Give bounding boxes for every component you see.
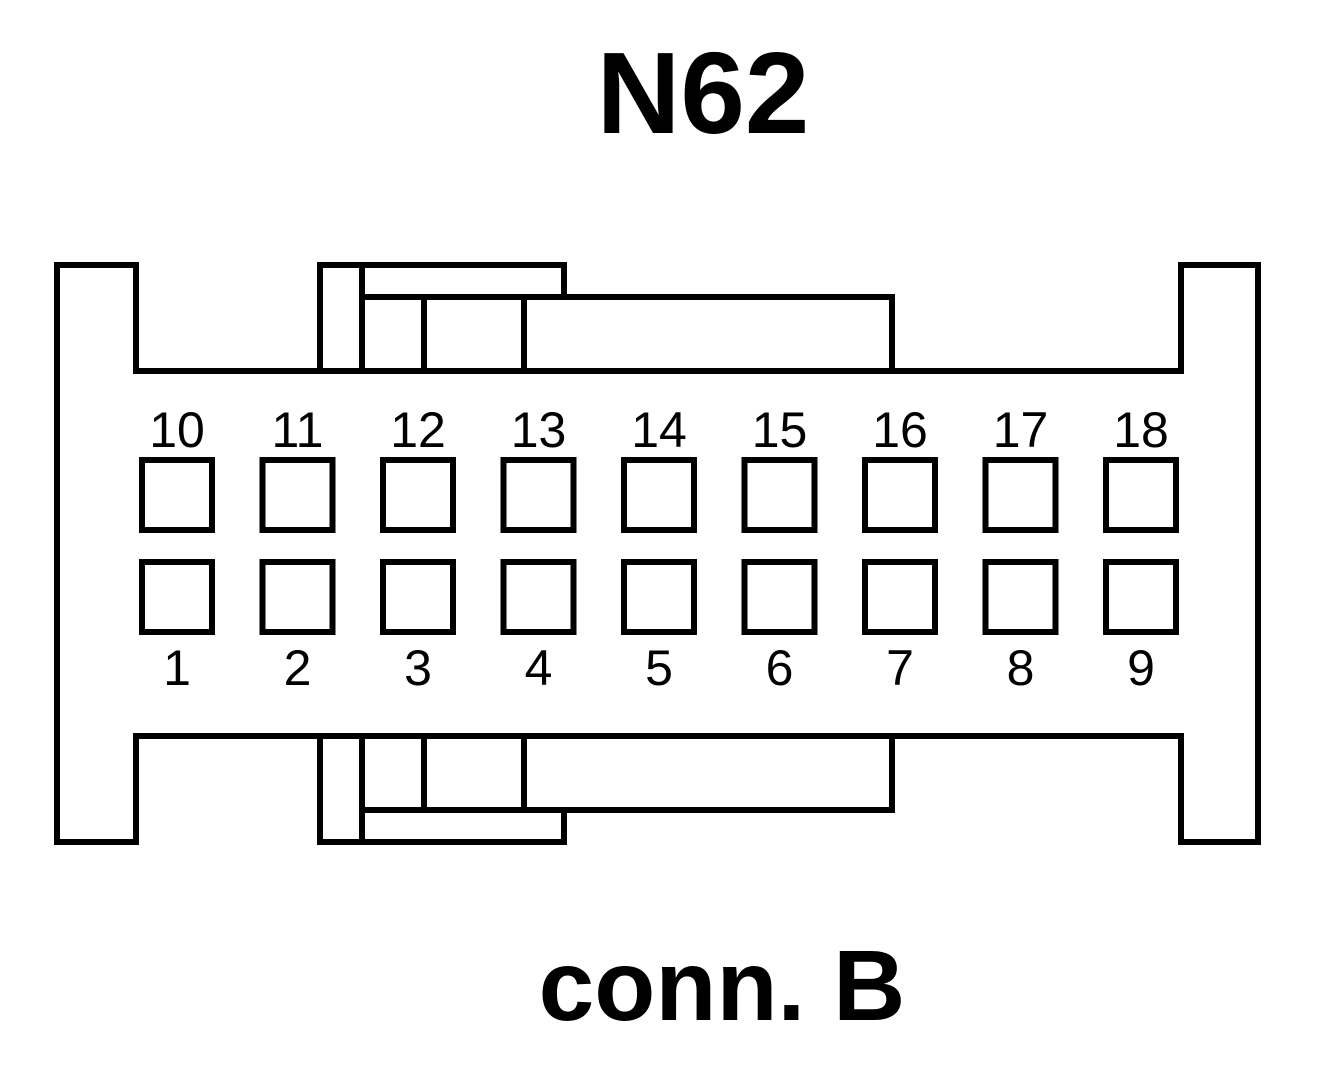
top-pin-label-18: 18 xyxy=(1113,402,1169,458)
bottom-pin-8 xyxy=(982,559,1059,635)
top-pin-label-10: 10 xyxy=(149,402,205,458)
top-pin-label-12: 12 xyxy=(390,402,446,458)
top-pin-17 xyxy=(982,457,1059,533)
bottom-latch xyxy=(317,736,895,845)
top-pin-label-17: 17 xyxy=(993,402,1049,458)
bottom-pin-label-1: 1 xyxy=(163,640,191,696)
top-pin-label-13: 13 xyxy=(511,402,567,458)
top-pin-10 xyxy=(139,457,215,533)
connector-label: conn. B xyxy=(539,930,906,1042)
top-pin-18 xyxy=(1103,457,1179,533)
bottom-pin-2 xyxy=(259,559,336,635)
bottom-pin-label-7: 7 xyxy=(886,640,914,696)
bottom-pin-label-8: 8 xyxy=(1007,640,1035,696)
bottom-pin-1 xyxy=(139,559,215,635)
bottom-pin-7 xyxy=(862,559,938,635)
bottom-pin-3 xyxy=(380,559,456,635)
bottom-pin-label-4: 4 xyxy=(525,640,553,696)
connector-housing xyxy=(54,262,1261,845)
top-pin-label-15: 15 xyxy=(752,402,808,458)
top-latch xyxy=(317,262,895,371)
bottom-pin-label-6: 6 xyxy=(766,640,794,696)
bottom-pin-label-3: 3 xyxy=(404,640,432,696)
bottom-pin-label-9: 9 xyxy=(1127,640,1155,696)
top-pin-13 xyxy=(500,457,577,533)
top-pin-label-16: 16 xyxy=(872,402,928,458)
top-pin-14 xyxy=(621,457,697,533)
top-pin-16 xyxy=(862,457,938,533)
top-pin-11 xyxy=(259,457,336,533)
bottom-pin-9 xyxy=(1103,559,1179,635)
bottom-pin-label-5: 5 xyxy=(645,640,673,696)
top-pin-label-14: 14 xyxy=(631,402,687,458)
diagram-title: N62 xyxy=(597,28,810,158)
bottom-pin-6 xyxy=(741,559,818,635)
bottom-pin-5 xyxy=(621,559,697,635)
top-pin-12 xyxy=(380,457,456,533)
bottom-pin-4 xyxy=(500,559,577,635)
top-pin-15 xyxy=(741,457,818,533)
bottom-pin-row: 1 2 3 4 5 6 7 8 9 xyxy=(139,559,1179,696)
top-pin-row: 10 11 12 13 14 15 16 17 18 xyxy=(139,402,1179,533)
top-pin-label-11: 11 xyxy=(272,402,324,458)
bottom-pin-label-2: 2 xyxy=(284,640,312,696)
